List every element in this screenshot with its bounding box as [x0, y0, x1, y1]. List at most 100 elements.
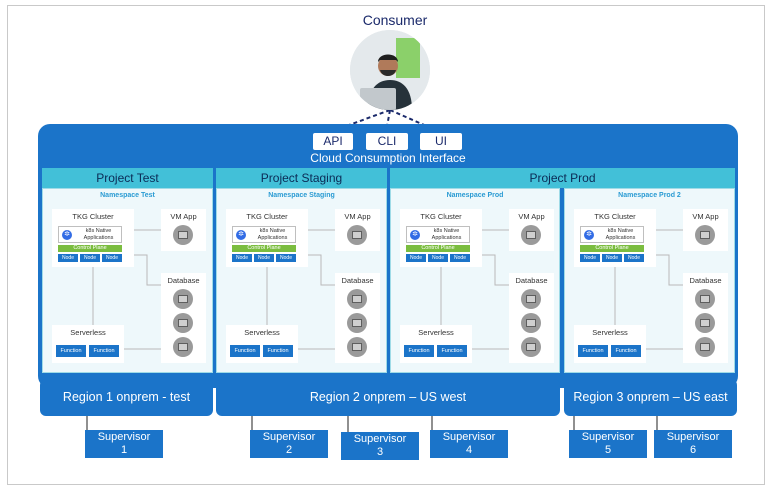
vm-icon	[173, 225, 193, 245]
function-1: Function	[578, 345, 608, 357]
function-2: Function	[263, 345, 293, 357]
namespace-title: Namespace Prod 2	[618, 192, 681, 199]
database-icon	[695, 313, 715, 333]
supervisor-label: Supervisor	[666, 431, 720, 443]
node-3: Node	[450, 254, 470, 262]
supervisor-label: Supervisor	[262, 431, 316, 443]
database-icon	[173, 337, 193, 357]
vm-app-card: VM App	[683, 209, 728, 251]
kubernetes-icon: ✲	[584, 230, 594, 240]
project-prod-header: Project Prod	[390, 168, 735, 188]
supervisor-number: 2	[285, 444, 293, 456]
node-3: Node	[102, 254, 122, 262]
serverless-card: Serverless Function Function	[574, 325, 646, 363]
supervisor-number: 5	[604, 444, 612, 456]
namespace-connectors	[440, 229, 509, 350]
tkg-cluster-title: TKG Cluster	[594, 212, 636, 221]
namespace-connectors	[92, 229, 161, 350]
tkg-cluster-title: TKG Cluster	[72, 212, 114, 221]
k8s-apps-label: k8s Native Applications	[83, 228, 114, 241]
supervisor-label: Supervisor	[442, 431, 496, 443]
namespace-prod-2: Namespace Prod 2 TKG Cluster ✲ k8s Nativ…	[564, 188, 735, 373]
cloud-consumption-interface-title: Cloud Consumption Interface	[310, 151, 466, 165]
node-2: Node	[254, 254, 274, 262]
k8s-apps-box: ✲ k8s Native Applications	[232, 226, 296, 243]
tkg-cluster-title: TKG Cluster	[246, 212, 288, 221]
vm-app-card: VM App	[509, 209, 554, 251]
region-3: Region 3 onprem – US east	[564, 379, 737, 416]
vm-app-title: VM App	[518, 212, 545, 221]
vm-app-card: VM App	[335, 209, 380, 251]
database-title: Database	[689, 276, 722, 285]
supervisor-label: Supervisor	[353, 433, 407, 445]
supervisor-label: Supervisor	[97, 431, 151, 443]
control-plane: Control Plane	[232, 245, 296, 252]
vm-app-title: VM App	[344, 212, 371, 221]
database-icon	[347, 337, 367, 357]
control-plane: Control Plane	[580, 245, 644, 252]
node-1: Node	[406, 254, 426, 262]
function-2: Function	[89, 345, 119, 357]
vm-icon	[347, 225, 367, 245]
namespace-connectors	[266, 229, 335, 350]
k8s-apps-box: ✲ k8s Native Applications	[580, 226, 644, 243]
k8s-apps-label: k8s Native Applications	[257, 228, 288, 241]
serverless-title: Serverless	[244, 328, 280, 337]
database-icon	[173, 313, 193, 333]
kubernetes-icon: ✲	[62, 230, 72, 240]
region-2: Region 2 onprem – US west	[216, 379, 560, 416]
namespace-prod: Namespace Prod TKG Cluster ✲ k8s Native …	[390, 188, 560, 373]
consumer-label: Consumer	[362, 12, 428, 28]
namespace-staging: Namespace Staging TKG Cluster ✲ k8s Nati…	[216, 188, 387, 373]
database-icon	[521, 313, 541, 333]
function-1: Function	[404, 345, 434, 357]
control-plane: Control Plane	[406, 245, 470, 252]
database-icon	[521, 337, 541, 357]
node-2: Node	[602, 254, 622, 262]
tkg-cluster-card: TKG Cluster ✲ k8s Native Applications Co…	[52, 209, 134, 267]
function-2: Function	[611, 345, 641, 357]
serverless-title: Serverless	[418, 328, 454, 337]
function-1: Function	[230, 345, 260, 357]
node-2: Node	[80, 254, 100, 262]
database-icon	[695, 337, 715, 357]
serverless-title: Serverless	[592, 328, 628, 337]
node-3: Node	[624, 254, 644, 262]
api-button[interactable]: API	[313, 133, 353, 150]
tkg-cluster-title: TKG Cluster	[420, 212, 462, 221]
serverless-card: Serverless Function Function	[400, 325, 472, 363]
k8s-apps-box: ✲ k8s Native Applications	[58, 226, 122, 243]
cli-button[interactable]: CLI	[366, 133, 408, 150]
database-icon	[521, 289, 541, 309]
vm-app-card: VM App	[161, 209, 206, 251]
kubernetes-icon: ✲	[410, 230, 420, 240]
project-staging-header: Project Staging	[216, 168, 387, 188]
project-test-header: Project Test	[42, 168, 213, 188]
serverless-card: Serverless Function Function	[52, 325, 124, 363]
node-1: Node	[580, 254, 600, 262]
node-2: Node	[428, 254, 448, 262]
supervisor-number: 4	[465, 444, 473, 456]
serverless-card: Serverless Function Function	[226, 325, 298, 363]
ui-button[interactable]: UI	[420, 133, 462, 150]
database-title: Database	[341, 276, 374, 285]
database-title: Database	[515, 276, 548, 285]
k8s-apps-label: k8s Native Applications	[431, 228, 462, 241]
node-3: Node	[276, 254, 296, 262]
node-1: Node	[232, 254, 252, 262]
database-icon	[695, 289, 715, 309]
tkg-cluster-card: TKG Cluster ✲ k8s Native Applications Co…	[400, 209, 482, 267]
region-1: Region 1 onprem - test	[40, 379, 213, 416]
k8s-apps-label: k8s Native Applications	[605, 228, 636, 241]
database-title: Database	[167, 276, 200, 285]
function-1: Function	[56, 345, 86, 357]
node-1: Node	[58, 254, 78, 262]
kubernetes-icon: ✲	[236, 230, 246, 240]
namespace-title: Namespace Staging	[268, 192, 335, 199]
supervisor-number: 1	[120, 444, 128, 456]
supervisor-label: Supervisor	[581, 431, 635, 443]
